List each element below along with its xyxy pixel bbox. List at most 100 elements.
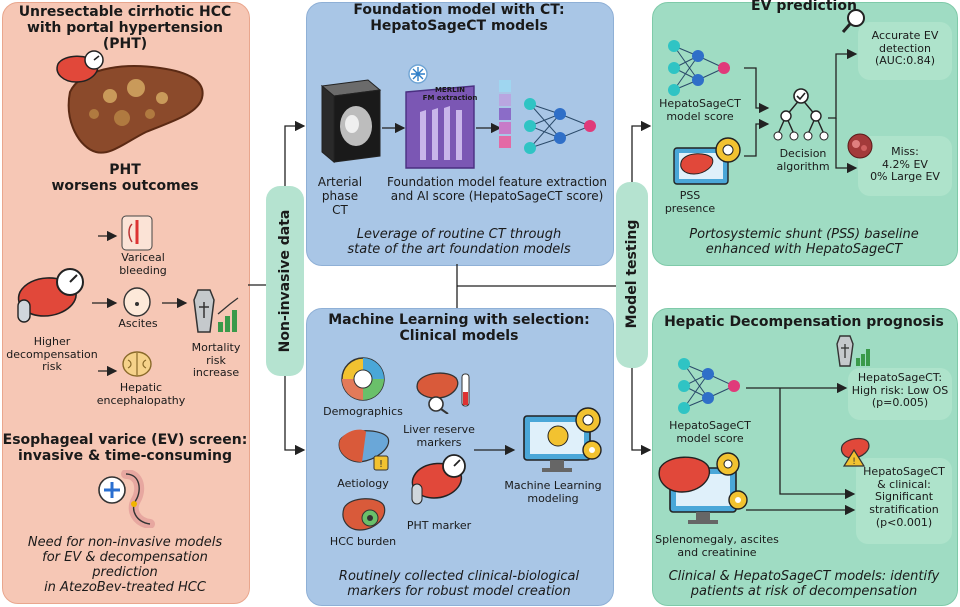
ev-screen-line2: invasive & time-consuming: [18, 448, 232, 465]
endoscopy-icon: [98, 470, 155, 528]
brain-icon: [122, 351, 152, 377]
pss-line1: PSS: [679, 189, 701, 202]
pss-label: PSS presence: [660, 189, 720, 215]
feature-vector-icon: [499, 80, 511, 148]
miss-label: Miss: 4.2% EV 0% Large EV: [858, 145, 952, 184]
need-line1: Need for non-invasive models: [27, 535, 223, 550]
hepatic-enc-label: Hepatic encephalopathy: [96, 381, 186, 407]
decision-tree-icon: [773, 88, 829, 141]
non-invasive-pill: [266, 186, 304, 376]
merlin-box-icon: [405, 64, 475, 169]
liver-pressure-icon: [17, 268, 84, 323]
highrisk-line3: (p=0.005): [871, 396, 929, 410]
clinical-pill: [856, 458, 952, 544]
foundation-title-line2: HepatoSageCT models: [370, 18, 548, 35]
foundation-caption: Leverage of routine CT through state of …: [306, 227, 612, 258]
coffin-chart-icon: [193, 289, 239, 333]
model-testing-label: Model testing: [624, 219, 640, 329]
aetiology-label: Aetiology: [337, 477, 389, 490]
hd-caption-line1: Clinical & HepatoSageCT models: identify: [668, 569, 940, 584]
varice-image-icon: [847, 133, 873, 159]
pss-icon: [673, 137, 741, 185]
fe-line1: Foundation model feature extraction: [387, 175, 607, 189]
accurate-pill: [858, 22, 952, 80]
clinical-line4: stratification: [869, 502, 939, 516]
pht-marker-label: PHT marker: [406, 519, 472, 532]
decision-line2: algorithm: [776, 159, 830, 173]
pht-block: PHT worsens outcomes: [10, 162, 240, 194]
highrisk-line2: High risk: Low OS: [851, 383, 949, 397]
ascites-icon: [123, 287, 151, 317]
merlin-label: MERLIN FM extraction: [420, 86, 480, 102]
spleno-line2: and creatinine: [677, 545, 757, 559]
portal-pressure-icon: [56, 50, 104, 83]
miss-line3: 0% Large EV: [870, 170, 940, 184]
accurate-label: Accurate EV detection (AUC:0.84): [858, 29, 952, 68]
cirrhotic-liver-icon: [67, 65, 204, 154]
need-line2: for EV & decompensation: [42, 549, 208, 565]
ml-title-line2: Clinical models: [399, 328, 519, 345]
magnifier-icon: [841, 9, 865, 33]
aetiology-icon: !: [338, 429, 390, 471]
ml-title: Machine Learning with selection: Clinica…: [306, 312, 612, 344]
demographics-label: Demographics: [323, 405, 403, 418]
higher-line1: Higher: [33, 335, 71, 348]
svg-text:!: !: [379, 459, 383, 470]
ev-score-line1: HepatoSageCT: [659, 97, 741, 110]
accurate-line3: (AUC:0.84): [874, 54, 936, 68]
ev-title: EV prediction: [751, 0, 857, 14]
hd-score-line1: HepatoSageCT: [669, 419, 751, 432]
clinical-line2: & clinical:: [877, 477, 931, 491]
clinical-line5: (p<0.001): [875, 515, 933, 529]
mortality-line2: risk: [206, 353, 226, 367]
highrisk-line1: HepatoSageCT:: [857, 371, 943, 384]
higher-risk-label: Higher decompensation risk: [2, 335, 102, 374]
ct-cube-icon: [320, 79, 382, 164]
liver-line2: markers: [416, 435, 462, 449]
ml-line1: Machine Learning: [504, 479, 602, 492]
ev-neural-net-icon: [668, 40, 730, 96]
left-title-line2: with portal hypertension: [26, 20, 223, 37]
hepatic-enc-line1: Hepatic: [119, 381, 163, 394]
fe-label: Foundation model feature extraction and …: [384, 175, 610, 204]
ml-computer-icon: [523, 407, 602, 472]
decision-label: Decision algorithm: [760, 147, 846, 173]
need-block: Need for non-invasive models for EV & de…: [2, 535, 248, 596]
need-line3: prediction: [92, 564, 158, 580]
variceal-bleeding-label: Variceal bleeding: [108, 251, 178, 277]
hd-caption-line2: patients at risk of decompensation: [690, 583, 918, 599]
liver-warning-icon: !: [840, 437, 870, 467]
mortality-line3: increase: [192, 366, 240, 380]
hcc-burden-icon: [342, 498, 386, 531]
hcc-burden-label: HCC burden: [329, 535, 397, 548]
ml-caption: Routinely collected clinical-biological …: [306, 569, 612, 600]
foundation-caption-line2: state of the art foundation models: [347, 241, 571, 257]
ev-score-line2: model score: [666, 109, 734, 123]
hd-computer-icon: [658, 452, 748, 524]
neural-net-icon: [524, 98, 596, 154]
variceal-bleeding-icon: [121, 215, 153, 251]
pht-marker-icon: [411, 454, 466, 505]
hd-caption: Clinical & HepatoSageCT models: identify…: [652, 569, 956, 600]
spleno-line1: Splenomegaly, ascites: [655, 533, 779, 546]
fe-line2: and AI score (HepatoSageCT score): [390, 188, 604, 203]
ml-caption-line1: Routinely collected clinical-biological: [338, 569, 580, 584]
hd-score-label: HepatoSageCT model score: [660, 419, 760, 445]
clinical-label: HepatoSageCT & clinical: Significant str…: [856, 465, 952, 529]
hd-neural-net-icon: [678, 358, 740, 414]
foundation-title: Foundation model with CT: HepatoSageCT m…: [306, 2, 612, 34]
miss-line1: Miss:: [891, 145, 919, 158]
accurate-line1: Accurate EV: [871, 29, 939, 42]
pht-line2: worsens outcomes: [51, 178, 199, 195]
highrisk-label: HepatoSageCT: High risk: Low OS (p=0.005…: [848, 371, 952, 410]
svg-text:!: !: [852, 457, 856, 467]
merlin-line2: FM extraction: [422, 94, 478, 103]
miss-line2: 4.2% EV: [882, 157, 928, 171]
foundation-title-line1: Foundation model with CT:: [353, 2, 565, 18]
model-testing-pill: [616, 182, 648, 368]
ev-screen-block: Esophageal varice (EV) screen: invasive …: [2, 432, 248, 464]
ml-title-line1: Machine Learning with selection:: [328, 312, 590, 328]
accurate-line2: detection: [879, 41, 931, 55]
merlin-line1: MERLIN: [434, 86, 466, 94]
